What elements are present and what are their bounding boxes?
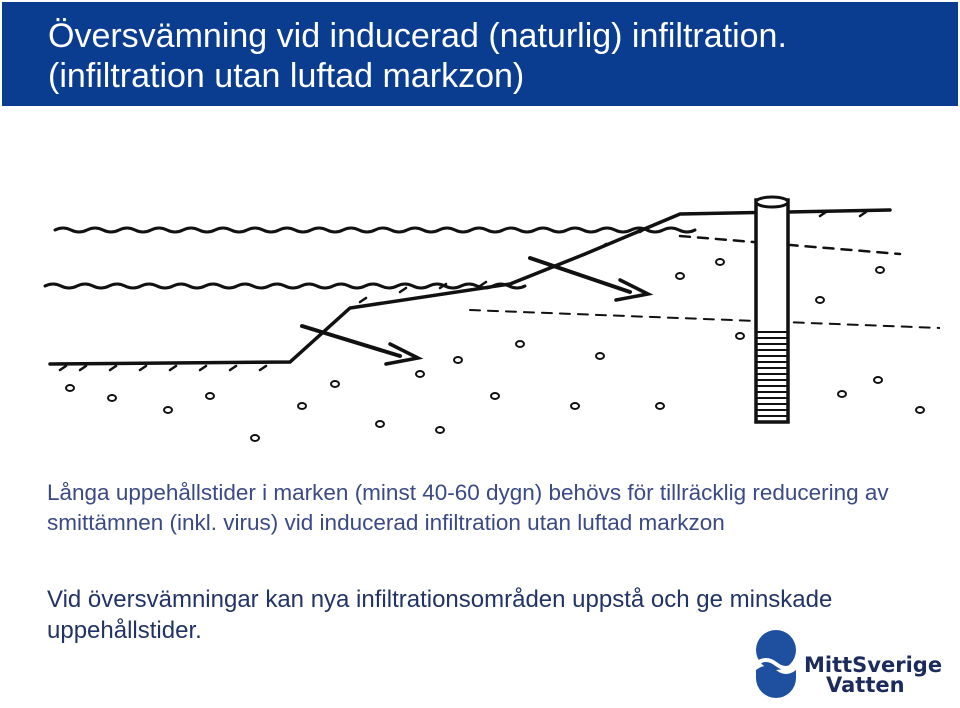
logo-text-line-1: MittSverige bbox=[804, 653, 943, 677]
title-bar: Översvämning vid inducerad (naturlig) in… bbox=[2, 2, 958, 106]
paragraph-retention-time: Långa uppehållstider i marken (minst 40-… bbox=[47, 480, 889, 535]
slide-title-line-1: Översvämning vid inducerad (naturlig) in… bbox=[48, 17, 787, 55]
paragraph-flooding: Vid översvämningar kan nya infiltrations… bbox=[47, 586, 833, 644]
mittsverige-vatten-logo: MittSverige Vatten bbox=[752, 630, 952, 704]
flooding-infiltration-sketch-icon bbox=[43, 195, 940, 442]
slide-title-line-2: (infiltration utan luftad markzon) bbox=[48, 57, 525, 95]
logo-mark-icon bbox=[754, 630, 798, 698]
logo-text-line-2: Vatten bbox=[826, 673, 905, 697]
